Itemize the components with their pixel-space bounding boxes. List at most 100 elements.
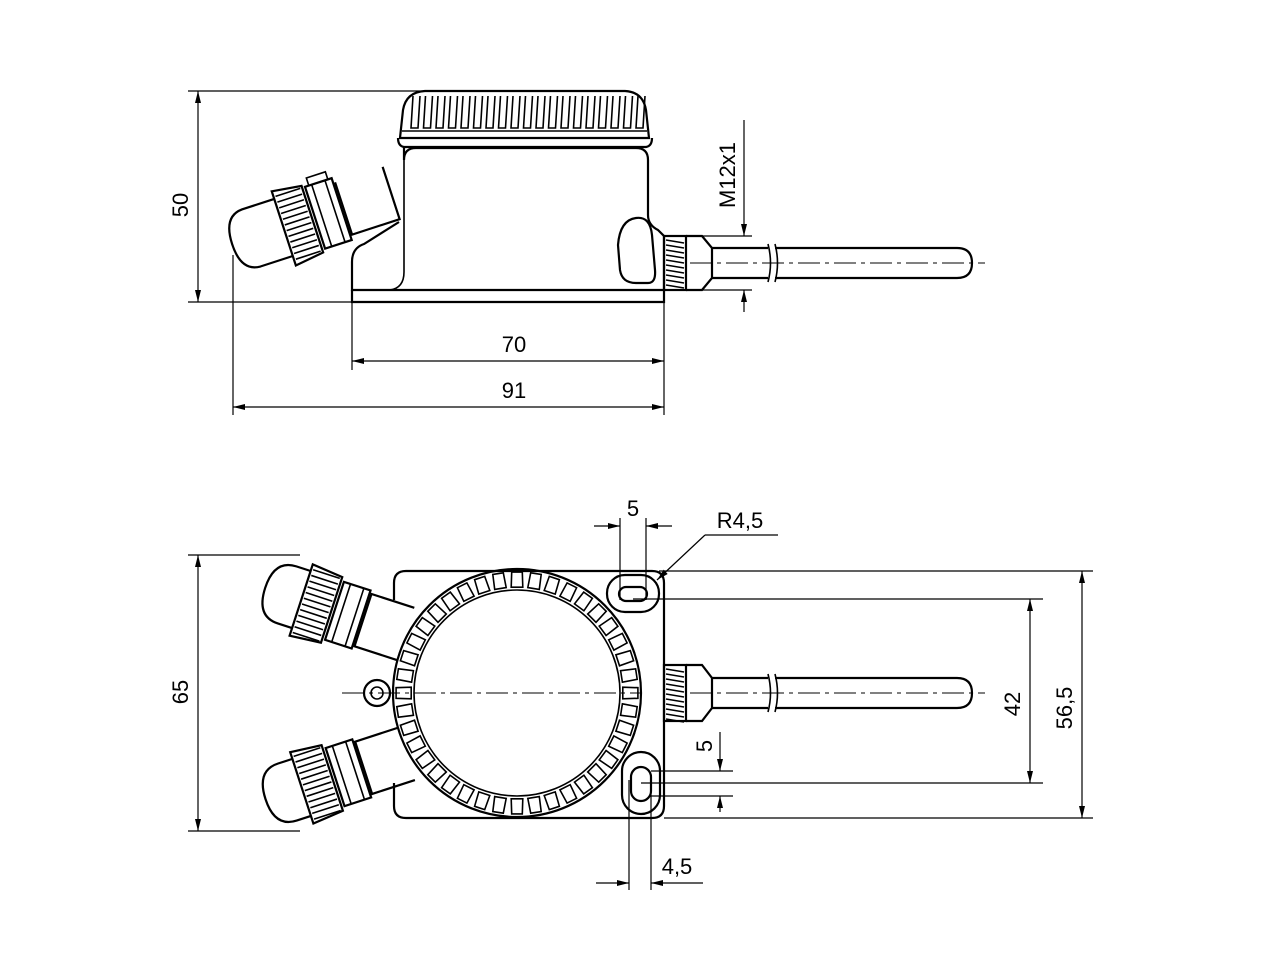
cap-rib — [405, 632, 427, 652]
side-height-label: 50 — [168, 193, 193, 217]
cap-rib — [460, 95, 471, 129]
cap-rib — [547, 95, 559, 129]
top-outer-spacing-dimension: 56,5 — [659, 570, 1093, 819]
gland-rib — [306, 786, 334, 798]
cap-rib — [395, 686, 412, 700]
thread-line — [665, 244, 685, 249]
top-slot-length-label: 5 — [692, 740, 717, 752]
cap-rib — [415, 616, 436, 637]
cap-rib — [558, 581, 578, 603]
cap-rib — [526, 795, 543, 815]
top-slot-diameter-label: 4,5 — [662, 854, 693, 879]
cap-rib — [558, 783, 578, 805]
top-cable-gland-lower — [261, 726, 416, 826]
thread-line — [665, 703, 685, 708]
cap-rib — [614, 649, 635, 667]
top-probe — [662, 663, 985, 723]
thread-line — [665, 718, 685, 723]
cap-rib — [573, 774, 594, 795]
gland-rib — [312, 568, 341, 580]
gland-rib — [278, 199, 305, 209]
cap-rib — [426, 762, 448, 784]
side-thread-label: M12x1 — [715, 142, 740, 208]
gland-rib — [310, 798, 338, 809]
top-width-label: 65 — [168, 680, 193, 704]
cap-rib — [522, 95, 534, 129]
cap-rib — [510, 571, 524, 588]
cap-rib — [598, 749, 619, 770]
top-mounting-slot-upper — [605, 573, 661, 614]
gland-rib — [305, 591, 333, 602]
side-thread-dimension: M12x1 — [700, 120, 752, 312]
cap-rib — [614, 719, 635, 737]
thread-line — [665, 673, 685, 678]
top-outer-spacing-label: 56,5 — [1052, 687, 1077, 730]
gland-rib — [303, 597, 331, 608]
cap-rib — [473, 575, 491, 596]
cap-rib — [607, 734, 629, 754]
gland-rib — [299, 608, 328, 620]
gland-rib — [308, 792, 336, 803]
top-slot-length-dimension: 5 — [651, 732, 733, 812]
thread-line — [665, 279, 685, 284]
gland-rib — [300, 769, 328, 780]
thread-line — [665, 693, 685, 698]
top-view: 65 5 R4,5 42 56,5 — [168, 496, 1093, 890]
side-height-dimension: 50 — [168, 90, 420, 303]
gland-rib — [309, 580, 337, 591]
thread-line — [665, 274, 685, 279]
gland-rib — [282, 210, 308, 220]
cap-rib — [456, 783, 476, 805]
thread-line — [665, 668, 685, 673]
gland-rib — [280, 204, 307, 215]
cap-rib — [395, 702, 415, 719]
cap-rib — [585, 95, 596, 129]
cap-rib — [491, 571, 508, 591]
cap-rib — [440, 591, 461, 612]
cap-rib — [426, 602, 448, 624]
cap-rib — [526, 571, 543, 591]
gland-rib — [298, 614, 326, 625]
gland-rib — [298, 764, 327, 775]
cap-rib — [543, 790, 561, 811]
top-radius-label: R4,5 — [717, 508, 763, 533]
cap-rib — [491, 795, 508, 815]
thread-line — [665, 239, 685, 244]
top-slot-diameter-dimension: 4,5 — [596, 780, 703, 890]
cap-rib — [586, 762, 608, 784]
thread-line — [665, 254, 685, 259]
gland-rib — [297, 758, 325, 769]
gland-rib — [277, 193, 303, 203]
gland-rib — [311, 804, 340, 815]
top-width-dimension: 65 — [168, 554, 300, 832]
cap-rib — [395, 667, 415, 684]
side-overall-length-label: 91 — [502, 378, 526, 403]
cap-rib — [597, 95, 609, 129]
top-cable-gland-upper — [261, 562, 415, 662]
cap-rib — [399, 649, 420, 667]
thread-line — [665, 678, 685, 683]
cap-rib — [610, 95, 621, 129]
top-slot-width-dimension: 5 — [594, 496, 672, 600]
cap-rib — [405, 734, 427, 754]
top-hole-spacing-dimension: 42 — [633, 598, 1043, 784]
cap-rib — [560, 95, 571, 129]
side-view: 50 70 91 M12x1 — [168, 89, 985, 415]
thread-line — [665, 284, 685, 289]
gland-rib — [292, 631, 320, 642]
top-slot-width-label: 5 — [627, 496, 639, 521]
cap-rib — [447, 95, 459, 129]
side-body-length-dimension: 70 — [351, 302, 665, 415]
gland-rib — [307, 586, 335, 597]
thread-line — [665, 249, 685, 254]
thread-line — [665, 708, 685, 713]
cap-rib — [619, 667, 639, 684]
cap-rib — [622, 95, 634, 129]
gland-rib — [295, 752, 323, 763]
gland-rib — [295, 250, 321, 260]
cap-rib — [415, 749, 436, 770]
cap-rib — [622, 686, 639, 700]
cap-rib — [510, 95, 521, 129]
gland-rib — [275, 187, 301, 198]
